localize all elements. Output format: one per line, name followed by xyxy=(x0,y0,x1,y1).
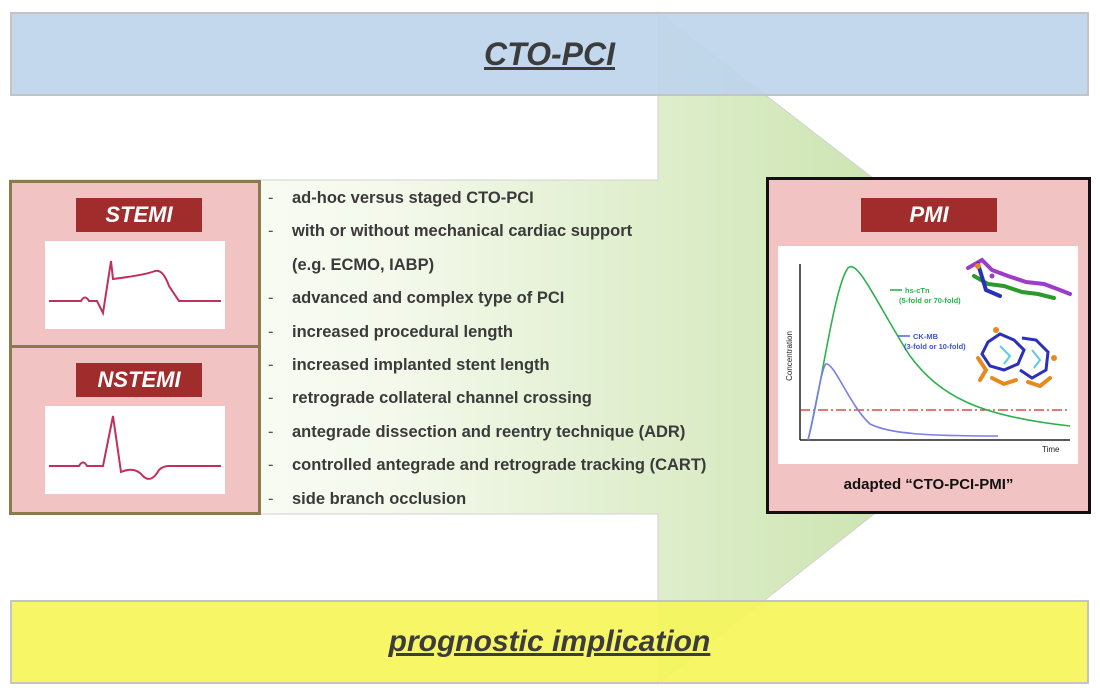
nstemi-box: NSTEMI xyxy=(9,345,261,515)
stemi-label: STEMI xyxy=(76,198,202,232)
factor-text: side branch occlusion xyxy=(292,489,467,508)
factor-dash: - xyxy=(268,456,274,475)
ck-mb-curve xyxy=(807,363,999,441)
factor-dash: - xyxy=(268,389,274,408)
factor-item: (e.g. ECMO, IABP) xyxy=(268,252,768,285)
pmi-caption: adapted “CTO-PCI-PMI” xyxy=(843,476,1014,493)
factor-item: -advanced and complex type of PCI xyxy=(268,285,768,318)
stemi-box: STEMI xyxy=(9,180,261,348)
nstemi-label-text: NSTEMI xyxy=(97,367,181,392)
factor-item: -side branch occlusion xyxy=(268,486,768,519)
ck-mb-legend-name: CK-MB xyxy=(913,332,939,341)
factor-item: -antegrade dissection and reentry techni… xyxy=(268,419,768,452)
factor-list: -ad-hoc versus staged CTO-PCI -with or w… xyxy=(268,185,768,519)
footer-title: prognostic implication xyxy=(388,625,711,658)
ck-mb-protein-icon xyxy=(976,327,1057,389)
hs-ctn-curve xyxy=(807,265,1071,441)
hs-ctn-legend-note: (5-fold or 70-fold) xyxy=(899,296,961,305)
factor-item: -increased implanted stent length xyxy=(268,352,768,385)
factor-text: increased procedural length xyxy=(292,322,513,341)
factor-text: ad-hoc versus staged CTO-PCI xyxy=(292,189,534,207)
pmi-box: PMI Concentration Time hs-cTn (5-fold or… xyxy=(766,177,1091,514)
prognostic-banner: prognostic implication xyxy=(10,600,1089,684)
factor-item: -increased procedural length xyxy=(268,319,768,352)
nstemi-ecg-trace xyxy=(45,406,225,494)
factor-text: retrograde collateral channel crossing xyxy=(292,389,592,408)
hs-ctn-legend-name: hs-cTn xyxy=(905,286,930,295)
factor-item: -ad-hoc versus staged CTO-PCI xyxy=(268,185,768,218)
factor-item: -with or without mechanical cardiac supp… xyxy=(268,218,768,251)
factor-text: advanced and complex type of PCI xyxy=(292,289,565,308)
biomarker-chart: Concentration Time hs-cTn (5-fold or 70-… xyxy=(778,246,1078,464)
factor-text: with or without mechanical cardiac suppo… xyxy=(292,222,633,241)
factor-item: -retrograde collateral channel crossing xyxy=(268,385,768,418)
factor-dash: - xyxy=(268,355,274,374)
ck-mb-legend-note: (3-fold or 10-fold) xyxy=(904,342,966,351)
stemi-label-text: STEMI xyxy=(105,202,173,227)
factor-dash: - xyxy=(268,422,274,441)
page-title: CTO-PCI xyxy=(484,35,615,72)
factor-dash: - xyxy=(268,289,274,308)
factor-text: antegrade dissection and reentry techniq… xyxy=(292,422,686,441)
cto-pci-banner: CTO-PCI xyxy=(10,12,1089,96)
factor-text: increased implanted stent length xyxy=(292,355,550,374)
factor-text: controlled antegrade and retrograde trac… xyxy=(292,456,707,475)
pmi-label: PMI xyxy=(861,198,997,232)
factor-dash: - xyxy=(268,222,274,241)
factor-dash: - xyxy=(268,322,274,341)
stemi-ecg-trace xyxy=(45,241,225,329)
pmi-label-text: PMI xyxy=(909,202,949,227)
troponin-protein-icon xyxy=(966,257,1072,300)
factor-item: -controlled antegrade and retrograde tra… xyxy=(268,452,768,485)
factor-dash: - xyxy=(268,489,274,508)
factor-text: (e.g. ECMO, IABP) xyxy=(292,255,435,274)
x-axis-label: Time xyxy=(1042,445,1060,454)
y-axis-label: Concentration xyxy=(785,331,794,381)
nstemi-label: NSTEMI xyxy=(76,363,202,397)
factor-dash: - xyxy=(268,189,274,207)
